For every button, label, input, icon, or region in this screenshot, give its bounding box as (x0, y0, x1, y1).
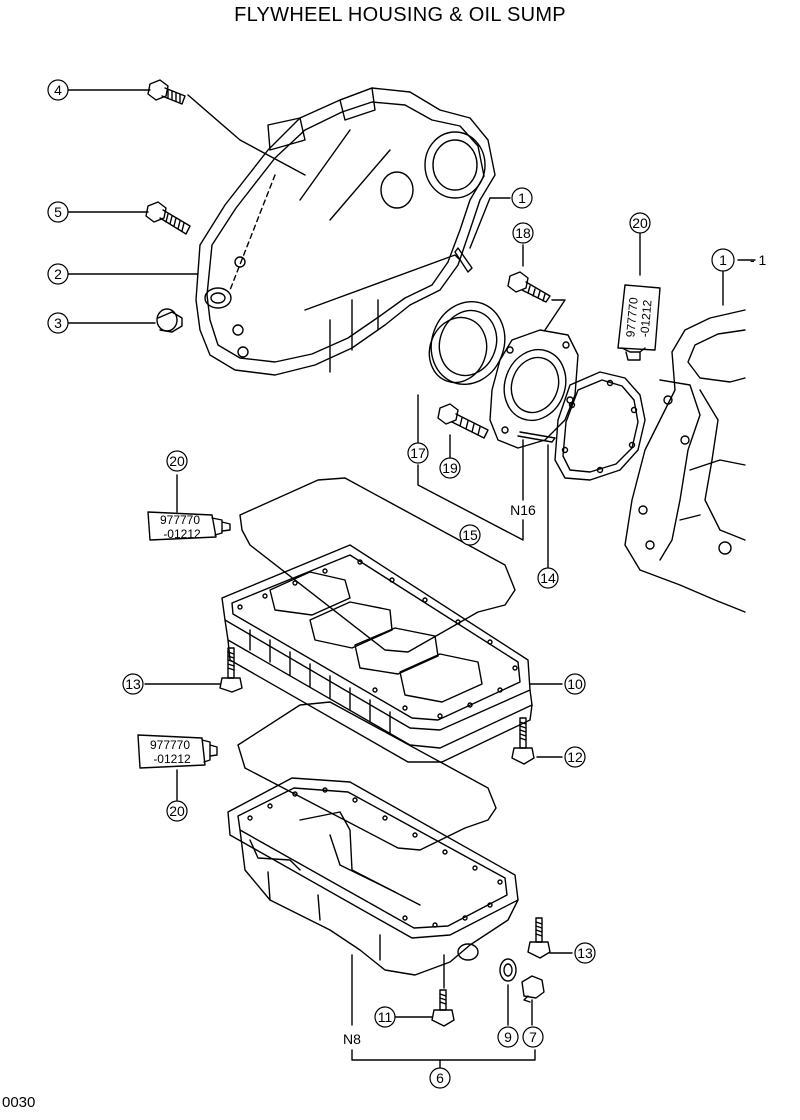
callout-circles (47, 79, 735, 1089)
bolt-5 (145, 201, 191, 235)
gasket-upper (239, 477, 516, 653)
leader-lines-sump (176, 769, 573, 1069)
gasket-lower (237, 701, 497, 851)
callout-13-lower: 13 (577, 945, 593, 961)
tube-a-line2: -01212 (163, 527, 201, 541)
tube-b-line1: 977770 (150, 738, 190, 752)
leader-lines-housing (67, 89, 511, 324)
oil-pan-upper (221, 544, 533, 763)
callout-15: 15 (462, 527, 478, 543)
callout-18: 18 (515, 225, 531, 241)
gasket-14 (554, 371, 646, 481)
callout-6: 6 (436, 1070, 444, 1086)
callout-4: 4 (54, 82, 62, 98)
bolt-12 (511, 717, 535, 765)
callout-5: 5 (54, 204, 62, 220)
bolt-11 (431, 989, 455, 1027)
callout-20-left: 20 (169, 453, 185, 469)
callout-1-engine: 1 (719, 252, 727, 268)
drain-plug-7 (521, 975, 545, 1003)
bolt-13-upper (219, 647, 243, 693)
callout-20-lower: 20 (169, 803, 185, 819)
bolt-13-lower (527, 917, 551, 959)
callout-13-upper: 13 (125, 676, 141, 692)
label-dash-1: - 1 (750, 252, 767, 268)
seal-case-n16 (489, 329, 579, 449)
callout-3: 3 (54, 315, 62, 331)
callout-19: 19 (442, 460, 458, 476)
leader-lines-seal (417, 232, 756, 569)
label-n8: N8 (343, 1031, 361, 1047)
callout-1: 1 (518, 190, 526, 206)
washer-9 (499, 958, 517, 982)
tube-b-line2: -01212 (153, 752, 191, 766)
oil-seal-17 (428, 300, 506, 386)
sealant-tube-c (617, 284, 661, 361)
bolt-4 (147, 79, 186, 105)
tube-c-line2: -01212 (637, 299, 654, 338)
callout-12: 12 (567, 749, 583, 765)
oil-sump (227, 777, 519, 976)
callout-10: 10 (567, 676, 583, 692)
label-n16: N16 (510, 502, 536, 518)
page-code: 0030 (2, 1094, 36, 1111)
bolt-19 (437, 403, 489, 439)
tube-c-line1: 977770 (623, 296, 640, 337)
callout-2: 2 (54, 266, 62, 282)
tube-a-line1: 977770 (160, 513, 200, 527)
sealant-tube-a (147, 511, 231, 541)
flywheel-housing (195, 87, 496, 376)
callout-17: 17 (410, 445, 426, 461)
diagram-title: FLYWHEEL HOUSING & OIL SUMP (234, 4, 566, 26)
sealant-tube-b (137, 734, 218, 769)
callout-20-top: 20 (632, 215, 648, 231)
engine-block (624, 309, 746, 613)
bolt-18 (507, 271, 566, 331)
callout-7: 7 (529, 1029, 537, 1045)
leader-lines-pan (144, 474, 563, 758)
callout-9: 9 (504, 1029, 512, 1045)
callout-14: 14 (540, 570, 556, 586)
plug-3 (156, 308, 183, 333)
callout-11: 11 (378, 1009, 393, 1025)
